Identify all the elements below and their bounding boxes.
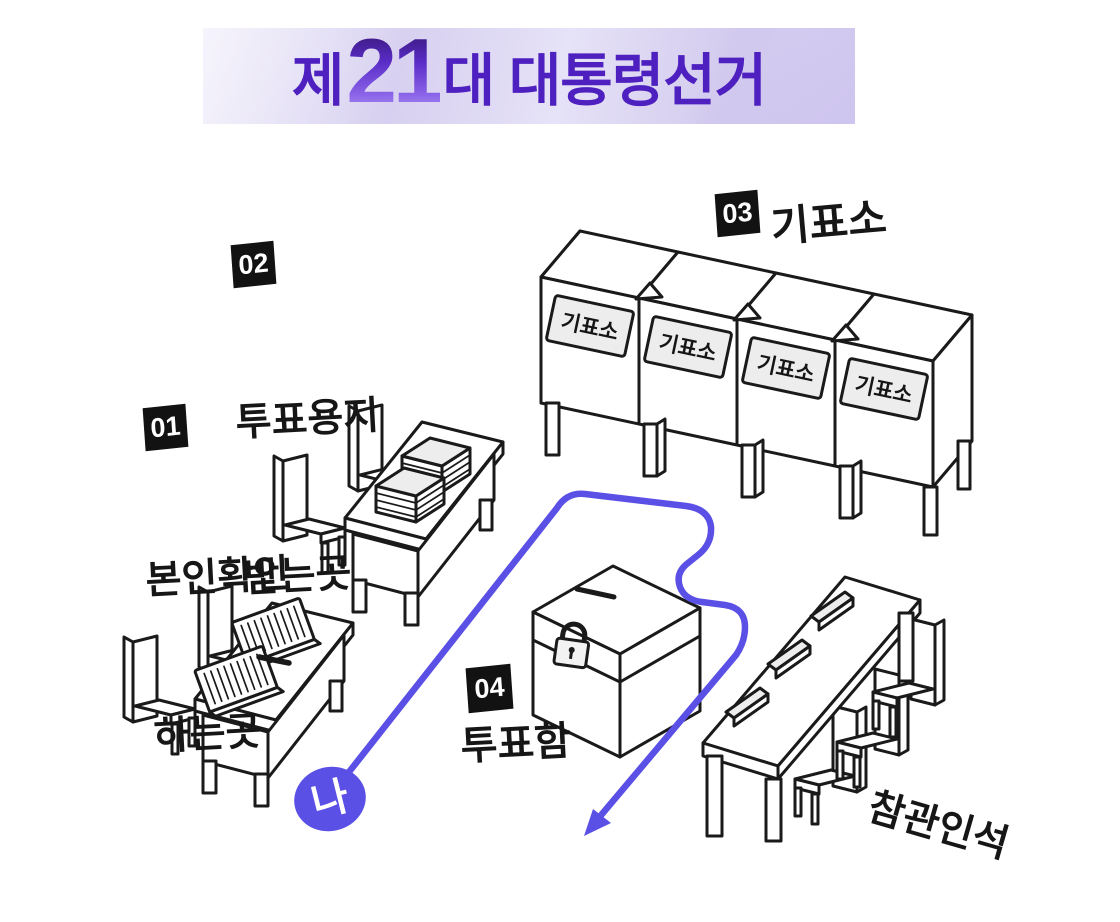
station-label-04: 투표함 xyxy=(459,719,573,769)
booth-plate: 기표소 xyxy=(643,315,733,379)
ballot-slot xyxy=(574,586,617,600)
route-path xyxy=(334,490,749,824)
banner-prefix: 제 xyxy=(291,49,344,113)
station-badge-03: 03 xyxy=(714,189,761,238)
me-marker: 나 xyxy=(294,766,366,832)
station-label-03: 기표소 xyxy=(768,193,889,251)
lock-icon xyxy=(552,621,591,670)
banner-suffix: 대 대통령선거 xyxy=(442,49,767,113)
route-arrow-icon xyxy=(584,809,611,836)
booth-plate: 기표소 xyxy=(741,336,831,400)
station-badge-01: 01 xyxy=(142,403,189,452)
pen-icon xyxy=(256,654,292,666)
booth-legs xyxy=(544,401,972,537)
identity-check-desk xyxy=(122,584,355,808)
station-label-02-line2: 받는곳 xyxy=(242,552,353,601)
observer-table xyxy=(701,575,946,843)
booth-plate: 기표소 xyxy=(545,294,635,358)
station-label-02: 투표용지 받는곳 xyxy=(229,286,391,657)
banner-election-number: 21 xyxy=(346,20,443,122)
station-label-02-line1: 투표용지 xyxy=(234,394,381,445)
station-label-01-line2: 하는곳 xyxy=(152,710,263,759)
voting-booths: 기표소 기표소 기표소 기표소 xyxy=(539,229,974,537)
title-banner: 제 21 대 대통령선거 xyxy=(203,20,855,124)
station-badge-02: 02 xyxy=(230,240,277,289)
station-badge-04: 04 xyxy=(465,663,514,714)
booth-plate: 기표소 xyxy=(839,357,929,421)
